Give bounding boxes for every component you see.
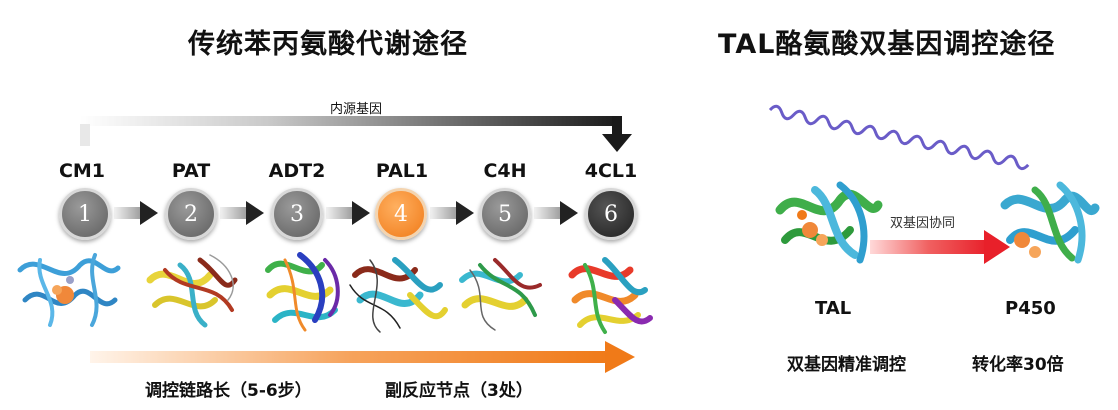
protein-structure-pat bbox=[146, 254, 238, 328]
connector-3-4 bbox=[326, 201, 370, 225]
protein-structures bbox=[17, 252, 653, 334]
gene-label-pal1: PAL1 bbox=[375, 160, 429, 182]
protein-tal bbox=[775, 181, 883, 264]
protein-p450 bbox=[1000, 181, 1100, 264]
protein-structure-cm1 bbox=[17, 253, 121, 327]
left-title: 传统苯丙氨酸代谢途径 bbox=[188, 29, 468, 60]
step-circle-2: 2 bbox=[165, 188, 217, 240]
gene-label-pat: PAT bbox=[171, 160, 211, 182]
caption-chain-length: 调控链路长（5-6步） bbox=[145, 381, 312, 401]
gene-label-cm1: CM1 bbox=[58, 160, 106, 182]
connector-4-5 bbox=[430, 201, 474, 225]
gene-label-adt2: ADT2 bbox=[268, 160, 326, 182]
protein-structure-adt2 bbox=[265, 252, 340, 332]
step-circle-5: 5 bbox=[479, 188, 531, 240]
step-circle-4: 4 bbox=[375, 188, 427, 240]
step-circle-6: 6 bbox=[585, 188, 637, 240]
caption-conversion-rate: 转化率30倍 bbox=[972, 355, 1064, 375]
protein-structure-4cl1 bbox=[568, 257, 653, 334]
step-connectors bbox=[114, 201, 578, 225]
connector-2-3 bbox=[220, 201, 264, 225]
helix-chain bbox=[768, 104, 1030, 171]
endogenous-label: 内源基因 bbox=[330, 102, 383, 117]
protein-structure-pal1 bbox=[349, 257, 448, 333]
protein-label-tal: TAL bbox=[815, 298, 852, 319]
cooperation-arrow bbox=[870, 230, 1010, 264]
caption-precise-regulation: 双基因精准调控 bbox=[787, 355, 906, 375]
endogenous-arrow bbox=[80, 116, 632, 152]
right-title: TAL酪氨酸双基因调控途径 bbox=[718, 29, 1056, 60]
dual-gene-illustration bbox=[768, 104, 1100, 264]
caption-side-reactions: 副反应节点（3处） bbox=[385, 381, 533, 401]
step-circle-1: 1 bbox=[59, 188, 111, 240]
chain-arrow bbox=[90, 341, 635, 373]
connector-1-2 bbox=[114, 201, 158, 225]
protein-structure-c4h bbox=[459, 258, 542, 331]
protein-label-p450: P450 bbox=[1005, 298, 1056, 319]
step-circle-3: 3 bbox=[271, 188, 323, 240]
connector-5-6 bbox=[534, 201, 578, 225]
cooperation-label: 双基因协同 bbox=[890, 216, 956, 231]
gene-label-4cl1: 4CL1 bbox=[584, 160, 638, 182]
gene-label-c4h: C4H bbox=[483, 160, 527, 182]
